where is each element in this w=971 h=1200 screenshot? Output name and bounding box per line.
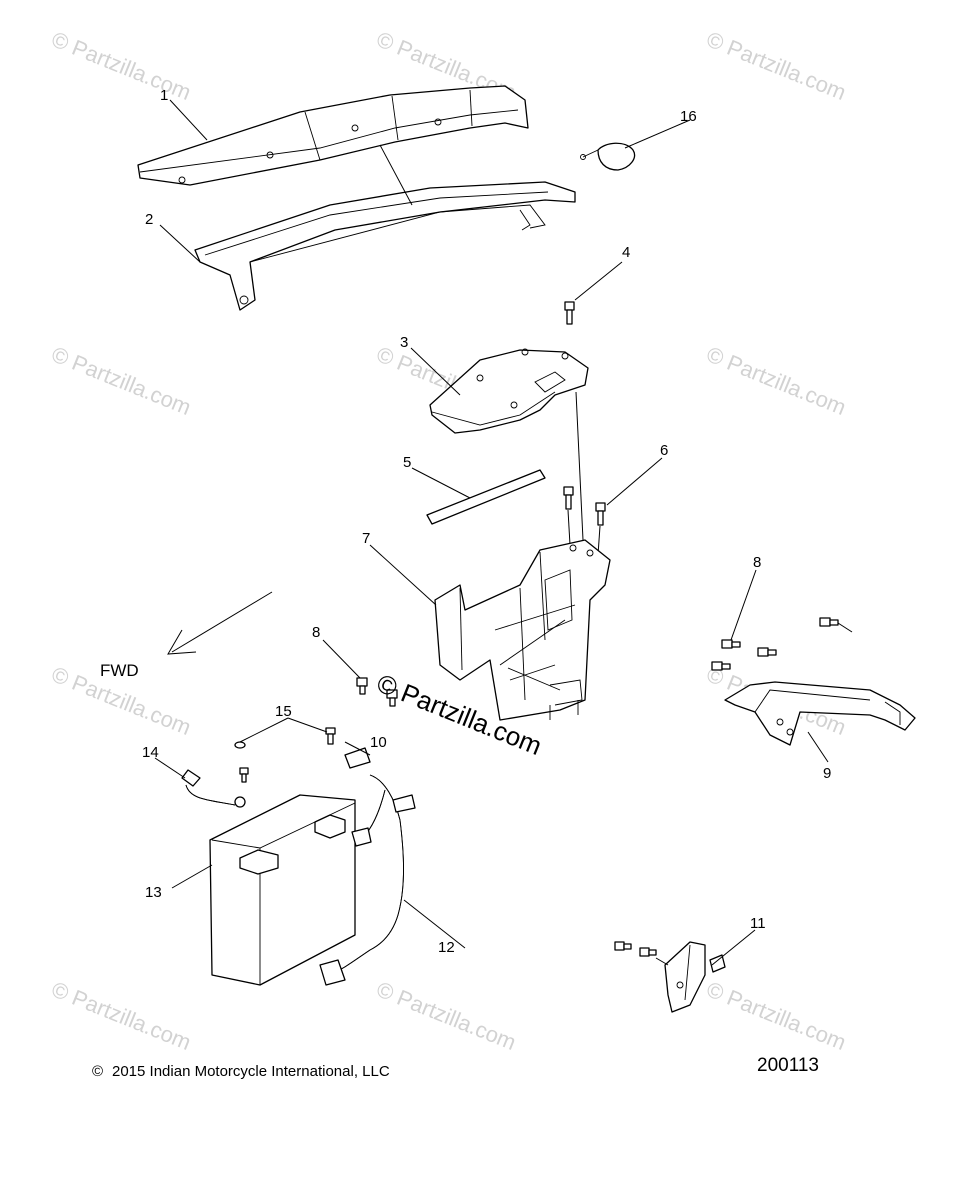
watermark-symbol: © [703,341,727,370]
watermark-text: Partzilla.com [69,350,195,420]
watermark-symbol: © [703,26,727,55]
watermark-text: Partzilla.com [69,670,195,740]
watermark-symbol: © [48,976,72,1005]
fwd-arrow-icon [167,591,273,655]
part-10-connector [344,747,371,769]
part-8-bolts-right [711,617,853,671]
callout-3: 3 [400,334,408,351]
watermark-symbol: © [373,341,397,370]
callout-15: 15 [275,703,292,720]
callout-8b: 8 [753,554,761,571]
leader-lines [154,99,829,966]
part-2-lower-tray [194,181,576,311]
watermark-symbol: © [48,661,72,690]
part-11-small-bracket [614,941,726,1013]
part-14-cable [181,769,246,808]
part-16-clip [580,142,636,171]
watermark-text: Partzilla.com [724,35,850,105]
callout-5: 5 [403,454,411,471]
fwd-label: FWD [100,661,139,680]
callouts: 1 2 3 4 5 6 7 8 8 9 10 11 12 13 14 15 16 [142,87,831,956]
diagram-number: 200113 [757,1055,819,1076]
part-13-battery [209,794,356,986]
callout-4: 4 [622,244,630,261]
part-8-bolts-left [356,677,398,707]
part-12-cable [319,774,416,986]
callout-12: 12 [438,939,455,956]
callout-13: 13 [145,884,162,901]
callout-16: 16 [680,108,697,125]
copyright-symbol: © [92,1063,103,1080]
watermark-symbol: © [373,976,397,1005]
watermark-text: Partzilla.com [724,985,850,1055]
part-6-bolts [563,486,606,556]
callout-14: 14 [142,744,159,761]
watermark-text: Partzilla.com [724,350,850,420]
watermark-text: Partzilla.com [69,35,195,105]
callout-1: 1 [160,87,168,104]
callout-6: 6 [660,442,668,459]
part-15-screw [234,727,336,783]
watermark-symbol: © [48,341,72,370]
watermark-symbol: © [703,976,727,1005]
watermark-text: Partzilla.com [69,985,195,1055]
callout-11: 11 [750,915,766,932]
copyright-text: 2015 Indian Motorcycle International, LL… [112,1063,390,1080]
part-7-battery-box [434,539,611,721]
callout-8a: 8 [312,624,320,641]
watermark-symbol: © [48,26,72,55]
callout-7: 7 [362,530,370,547]
part-4-bolt [564,301,575,325]
watermark-text: Partzilla.com [394,985,520,1055]
part-9-side-bracket [724,681,916,746]
callout-2: 2 [145,211,153,228]
part-1-top-cover [137,85,529,186]
part-3-cover-plate [429,348,589,541]
callout-9: 9 [823,765,831,782]
watermark-symbol: © [373,26,397,55]
callout-10: 10 [370,734,387,751]
part-5-strip [426,469,546,525]
